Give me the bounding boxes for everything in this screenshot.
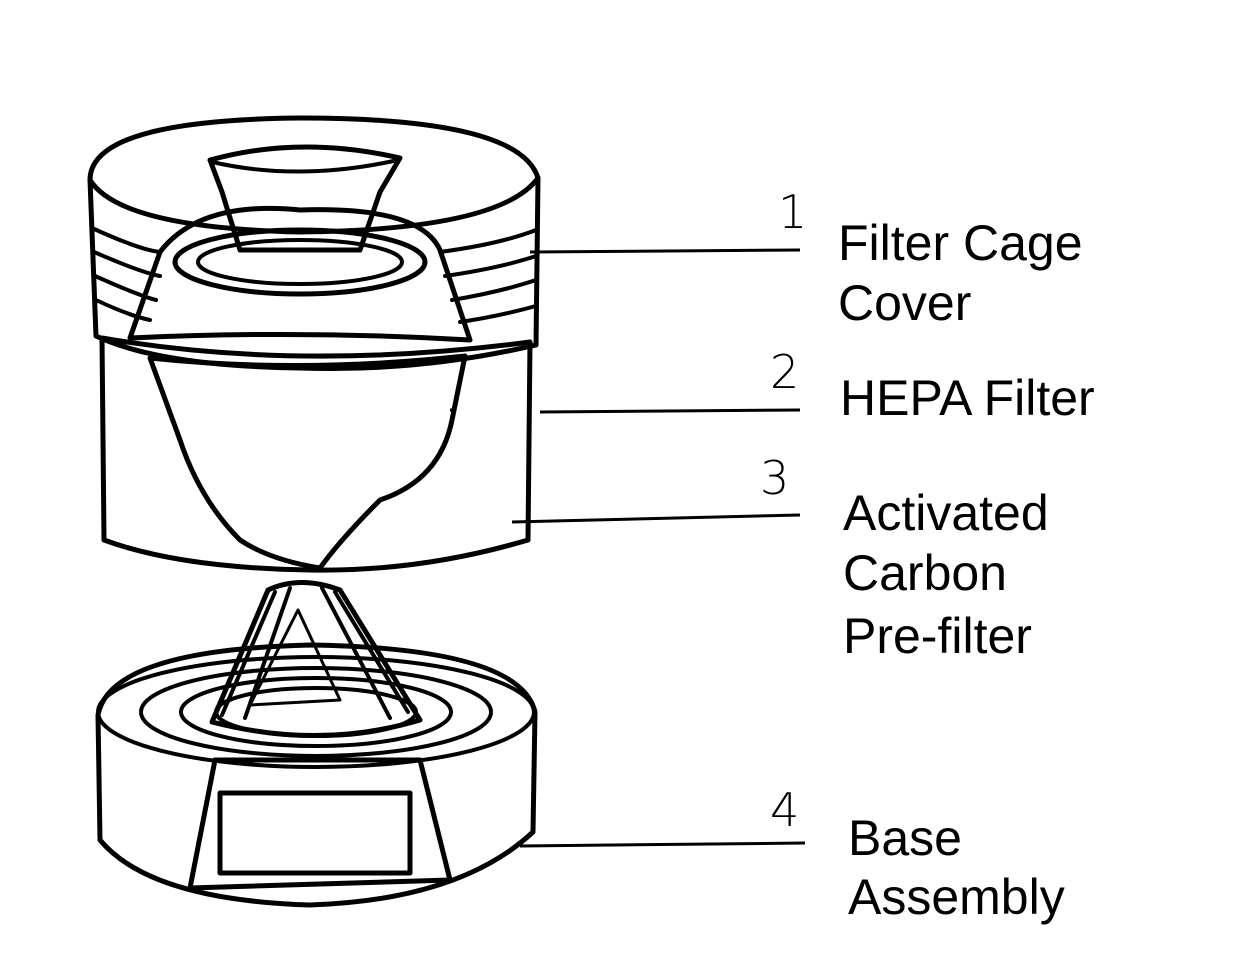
label-base-assembly-line-1: Base: [848, 810, 962, 866]
label-activated-carbon-line-2: Carbon: [843, 545, 1007, 601]
part-number-2: 2: [770, 345, 799, 399]
part-number-4: 4: [770, 783, 799, 837]
label-base-assembly-line-2: Assembly: [848, 869, 1065, 925]
label-activated-carbon-line-3: Pre-filter: [843, 608, 1032, 664]
leader-line-1: [529, 248, 801, 254]
base-assembly-drawing: [95, 642, 538, 908]
label-filter-cage-cover-line-2: Cover: [838, 275, 971, 331]
leader-line-2: [539, 408, 801, 414]
part-number-3: 3: [760, 451, 789, 505]
part-numbers: 1 2 3 4: [760, 185, 807, 837]
leader-line-4: [519, 841, 806, 848]
label-filter-cage-cover-line-1: Filter Cage: [838, 215, 1083, 271]
filter-cage-cover-drawing: [87, 115, 541, 372]
part-labels: Filter Cage Cover HEPA Filter Activated …: [838, 215, 1095, 925]
part-number-1: 1: [778, 185, 807, 239]
label-activated-carbon-line-1: Activated: [843, 485, 1049, 541]
leader-line-3: [511, 513, 801, 524]
leader-lines: [511, 248, 806, 848]
hepa-filter-drawing: [99, 335, 533, 573]
label-hepa-filter: HEPA Filter: [840, 370, 1095, 426]
